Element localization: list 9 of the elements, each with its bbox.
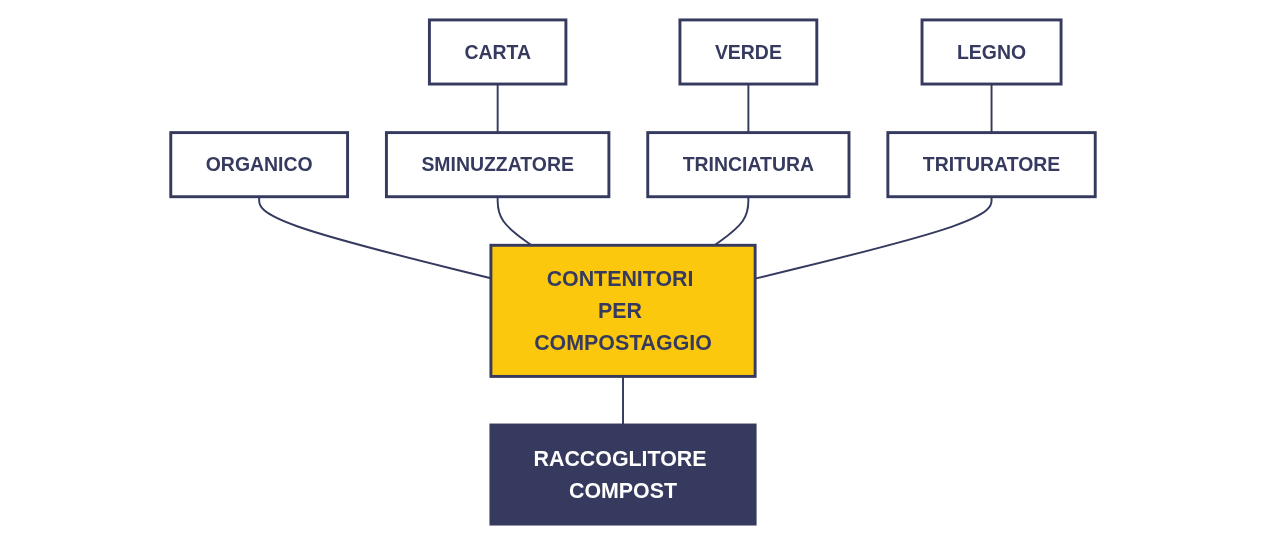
node-box: CARTA xyxy=(427,17,568,85)
node-box: TRITURATORE xyxy=(886,130,1097,198)
node-box: LEGNO xyxy=(920,17,1063,85)
node-box: ORGANICO xyxy=(169,130,349,198)
node-box: CONTENITORI PER COMPOSTAGGIO xyxy=(489,243,757,378)
node-box: VERDE xyxy=(678,17,819,85)
node-box: RACCOGLITORE COMPOST xyxy=(489,423,757,526)
node-box: TRINCIATURA xyxy=(646,130,851,198)
node-box: SMINUZZATORE xyxy=(384,130,611,198)
